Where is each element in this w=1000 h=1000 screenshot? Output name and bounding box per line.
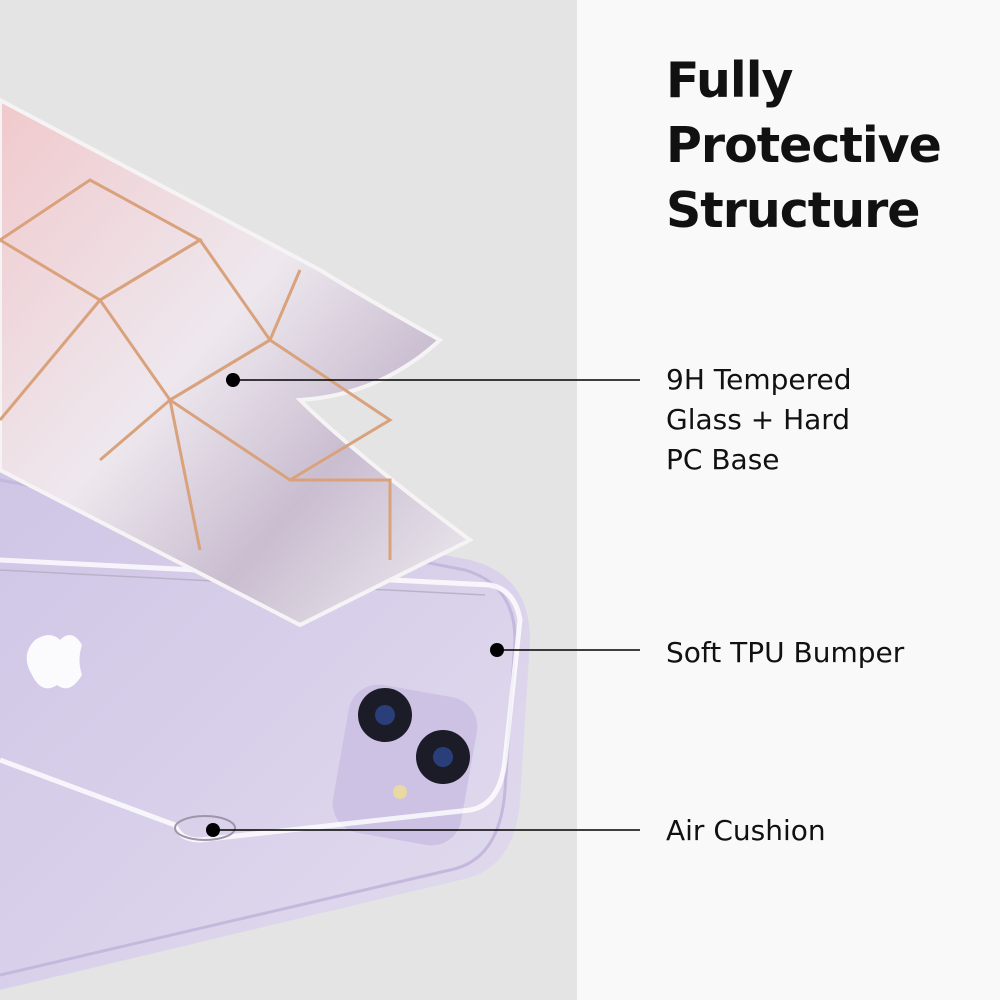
- apple-logo-icon: [26, 635, 83, 689]
- headline-line: Structure: [666, 182, 921, 239]
- callout-text: Glass + Hard: [666, 403, 851, 436]
- callout-text: Air Cushion: [666, 814, 826, 847]
- callout-text: 9H Tempered: [666, 363, 852, 396]
- callout-tempered-glass: 9H Tempered Glass + Hard PC Base: [666, 360, 852, 480]
- callout-lines: [206, 373, 640, 837]
- callout-tpu-bumper: Soft TPU Bumper: [666, 633, 904, 673]
- air-cushion-corner: [174, 815, 236, 841]
- headline-line: Fully: [666, 52, 793, 109]
- headline: Fully Protective Structure: [666, 48, 942, 243]
- callout-text: PC Base: [666, 443, 780, 476]
- marble-glass-back: [0, 97, 474, 628]
- callout-air-cushion: Air Cushion: [666, 811, 826, 851]
- callout-text: Soft TPU Bumper: [666, 636, 905, 669]
- headline-line: Protective: [666, 117, 942, 174]
